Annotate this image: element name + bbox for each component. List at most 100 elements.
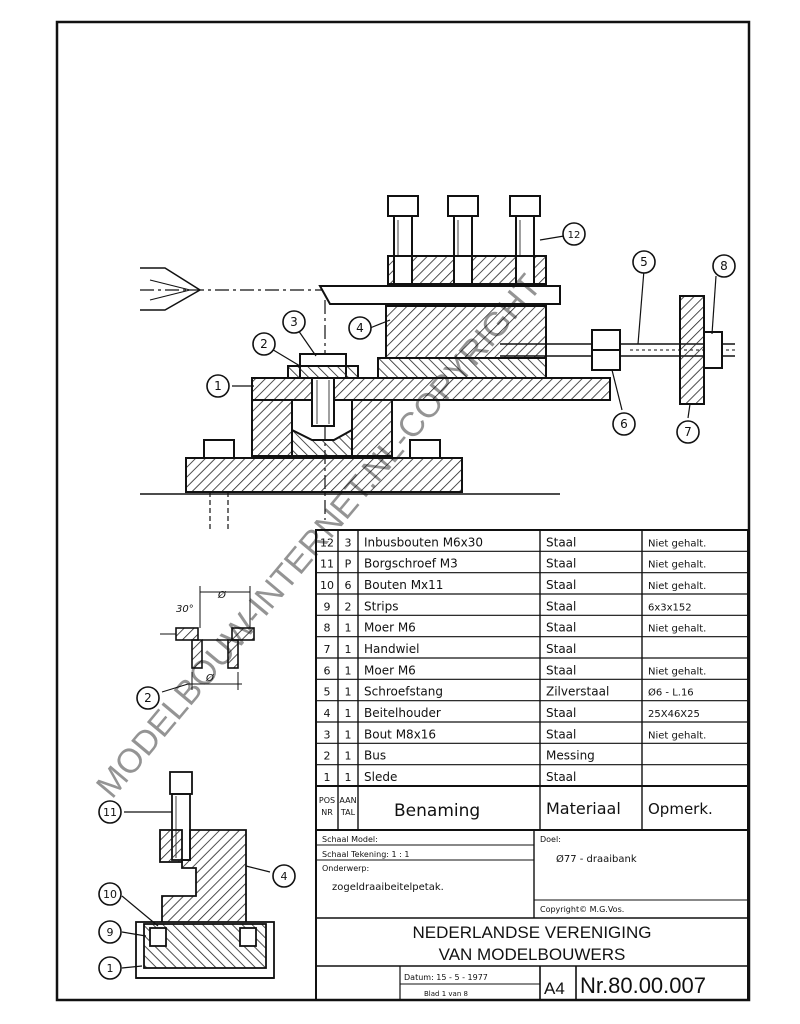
onderwerp: zogeldraaibeitelpetak. — [332, 882, 444, 893]
cell-finish: Ø6 - L.16 — [648, 687, 694, 699]
cell-qty: P — [345, 558, 352, 571]
header-finish: Opmerk. — [648, 800, 713, 818]
header-qty-2: TAL — [340, 808, 356, 817]
cell-pos: 8 — [324, 622, 331, 635]
header-qty-1: AAN — [339, 796, 356, 805]
cell-qty: 1 — [345, 664, 352, 677]
cell-qty: 2 — [345, 600, 352, 613]
cell-pos: 5 — [324, 686, 331, 699]
cell-finish: Niet gehalt. — [648, 538, 706, 549]
table-row: 9 2 Strips Staal 6x3x152 — [324, 599, 692, 613]
header-pos-1: POS — [319, 796, 335, 805]
cell-pos: 9 — [324, 600, 331, 613]
cell-material: Staal — [546, 663, 576, 677]
cell-finish: 6x3x152 — [648, 602, 692, 613]
cell-material: Staal — [546, 621, 576, 635]
cell-name: Strips — [364, 599, 398, 613]
callout-side-1: 1 — [107, 962, 114, 975]
table-row: 1 1 Slede Staal — [324, 770, 577, 784]
cell-name: Bus — [364, 749, 386, 763]
detail-bus-view — [160, 586, 255, 693]
callout-side-10: 10 — [103, 888, 117, 901]
callout-detail-2: 2 — [144, 691, 152, 705]
cell-pos: 7 — [324, 643, 331, 656]
cell-qty: 1 — [345, 686, 352, 699]
table-row: 6 1 Moer M6 Staal Niet gehalt. — [324, 663, 707, 677]
cell-qty: 1 — [345, 771, 352, 784]
callout-8: 8 — [720, 259, 728, 273]
cell-pos: 6 — [324, 664, 331, 677]
callout-2: 2 — [260, 337, 268, 351]
cell-qty: 1 — [345, 707, 352, 720]
cell-name: Borgschroef M3 — [364, 557, 458, 571]
callout-4: 4 — [356, 321, 364, 335]
cell-qty: 1 — [345, 750, 352, 763]
callout-7: 7 — [684, 425, 692, 439]
cell-pos: 11 — [320, 558, 334, 571]
sheet-format: A4 — [544, 979, 565, 998]
cell-qty: 6 — [345, 579, 352, 592]
cell-pos: 12 — [320, 536, 334, 549]
cell-material: Staal — [546, 599, 576, 613]
title-block-text: Schaal Model: Schaal Tekening: 1 : 1 Ond… — [322, 835, 706, 998]
datum: Datum: 15 - 5 - 1977 — [404, 973, 488, 982]
org-line-2: VAN MODELBOUWERS — [439, 945, 626, 964]
cell-name: Inbusbouten M6x30 — [364, 535, 483, 549]
cell-name: Beitelhouder — [364, 706, 441, 720]
cell-pos: 3 — [324, 728, 331, 741]
cell-material: Staal — [546, 727, 576, 741]
callout-1: 1 — [214, 379, 222, 393]
cell-qty: 1 — [345, 728, 352, 741]
cell-pos: 1 — [324, 771, 331, 784]
cell-material: Staal — [546, 535, 576, 549]
cell-qty: 3 — [345, 536, 352, 549]
cell-name: Slede — [364, 770, 397, 784]
doel-label: Doel: — [540, 835, 561, 844]
table-row: 12 3 Inbusbouten M6x30 Staal Niet gehalt. — [320, 535, 706, 549]
cell-finish: Niet gehalt. — [648, 730, 706, 741]
side-section-view — [121, 771, 275, 979]
cell-finish: Niet gehalt. — [648, 666, 706, 677]
doel: Ø77 - draaibank — [556, 853, 637, 865]
cell-name: Handwiel — [364, 642, 419, 656]
cell-finish: Niet gehalt. — [648, 624, 706, 635]
cell-finish: 25X46X25 — [648, 709, 700, 720]
org-line-1: NEDERLANDSE VERENIGING — [413, 923, 652, 942]
cell-pos: 10 — [320, 579, 334, 592]
cell-name: Bout M8x16 — [364, 727, 436, 741]
schaal-model: Schaal Model: — [322, 835, 378, 844]
cell-material: Staal — [546, 642, 576, 656]
callout-6: 6 — [620, 417, 628, 431]
onderwerp-label: Onderwerp: — [322, 864, 369, 873]
table-row: 4 1 Beitelhouder Staal 25X46X25 — [324, 706, 700, 720]
header-name: Benaming — [394, 801, 480, 821]
callouts-side: 11 4 10 9 1 — [98, 800, 296, 980]
cell-material: Staal — [546, 557, 576, 571]
cell-material: Staal — [546, 706, 576, 720]
callout-side-4: 4 — [281, 870, 288, 883]
cell-name: Bouten Mx11 — [364, 578, 443, 592]
header-pos-2: NR — [321, 808, 333, 817]
cell-material: Staal — [546, 578, 576, 592]
callout-side-9: 9 — [107, 926, 114, 939]
cell-material: Zilverstaal — [546, 685, 609, 699]
cell-name: Moer M6 — [364, 663, 416, 677]
blad: Blad 1 van 8 — [424, 990, 468, 998]
cell-material: Staal — [546, 770, 576, 784]
cell-finish: Niet gehalt. — [648, 581, 706, 592]
detail-dims: Ø 30° Ø — [176, 589, 227, 684]
copyright: Copyright© M.G.Vos. — [540, 905, 624, 914]
title-block — [315, 829, 749, 1001]
dim-diameter-top: Ø — [217, 589, 227, 601]
table-row: 10 6 Bouten Mx11 Staal Niet gehalt. — [320, 578, 706, 592]
callout-3: 3 — [290, 315, 298, 329]
callouts-main: 1 2 3 4 5 6 7 8 12 — [206, 222, 736, 444]
callout-5: 5 — [640, 255, 648, 269]
drawing-number: Nr.80.00.007 — [580, 973, 706, 998]
cell-pos: 4 — [324, 707, 331, 720]
